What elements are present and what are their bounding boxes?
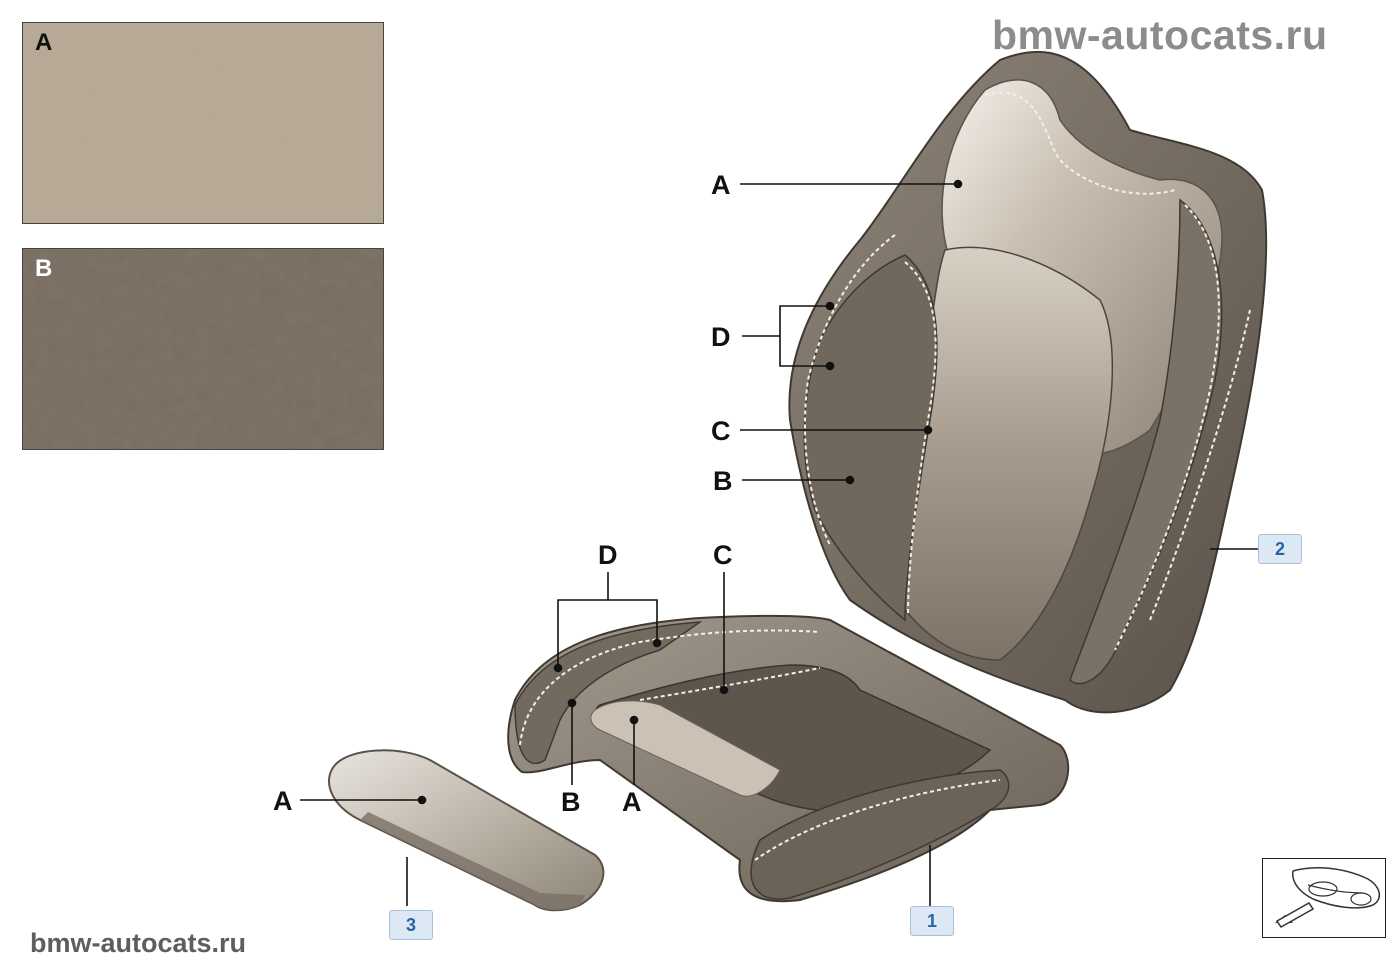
seat-cushion-cover	[507, 614, 1070, 903]
cushion-left-bolster	[514, 621, 703, 765]
callout-cushion-a: A	[622, 787, 642, 817]
backrest-stitching-left	[904, 261, 937, 616]
cushion-right-bolster	[750, 769, 1010, 900]
backrest-stitching-outer-left	[804, 234, 896, 546]
armrest-cover	[328, 749, 605, 912]
vehicle-navigation-button[interactable]	[1262, 858, 1386, 938]
cushion-stitching-center	[639, 667, 821, 701]
backrest-stitching-top	[984, 91, 1176, 195]
cushion-stitching-front	[754, 779, 1001, 861]
part-number-1-link[interactable]: 1	[910, 906, 954, 936]
backrest-leaders	[740, 179, 963, 485]
cushion-front-strip	[590, 700, 781, 797]
cushion-stitching-left	[519, 629, 821, 746]
backrest-cover	[788, 51, 1268, 714]
armrest-underside	[360, 812, 585, 911]
material-swatch-b: B	[22, 248, 384, 450]
material-swatch-a: A	[22, 22, 384, 224]
part-number-2-link[interactable]: 2	[1258, 534, 1302, 564]
callout-backrest-b: B	[713, 466, 733, 496]
part-number-3-link[interactable]: 3	[389, 910, 433, 940]
car-front-arrow-icon	[1275, 866, 1380, 928]
callout-backrest-c: C	[711, 416, 731, 446]
leather-texture-b	[23, 249, 383, 449]
callout-cushion-b: B	[561, 787, 581, 817]
armrest-body	[328, 749, 605, 912]
callout-backrest-d: D	[711, 322, 731, 352]
backrest-stitching-outer-right	[1149, 309, 1251, 621]
backrest-left-bolster	[803, 254, 938, 622]
swatch-label-b: B	[35, 255, 53, 282]
callout-backrest-a: A	[711, 170, 731, 200]
watermark-bottom: bmw-autocats.ru	[30, 928, 247, 958]
watermark-top: bmw-autocats.ru	[992, 12, 1328, 58]
part-number-leaders	[406, 548, 1258, 906]
cushion-leaders	[553, 572, 729, 785]
swatch-label-a: A	[35, 29, 53, 56]
callout-cushion-d: D	[598, 540, 618, 570]
callout-cushion-c: C	[713, 540, 733, 570]
callout-armrest-a: A	[273, 786, 293, 816]
armrest-leaders	[300, 795, 427, 805]
backrest-right-bolster	[1069, 198, 1223, 685]
leather-texture-a	[23, 23, 383, 223]
